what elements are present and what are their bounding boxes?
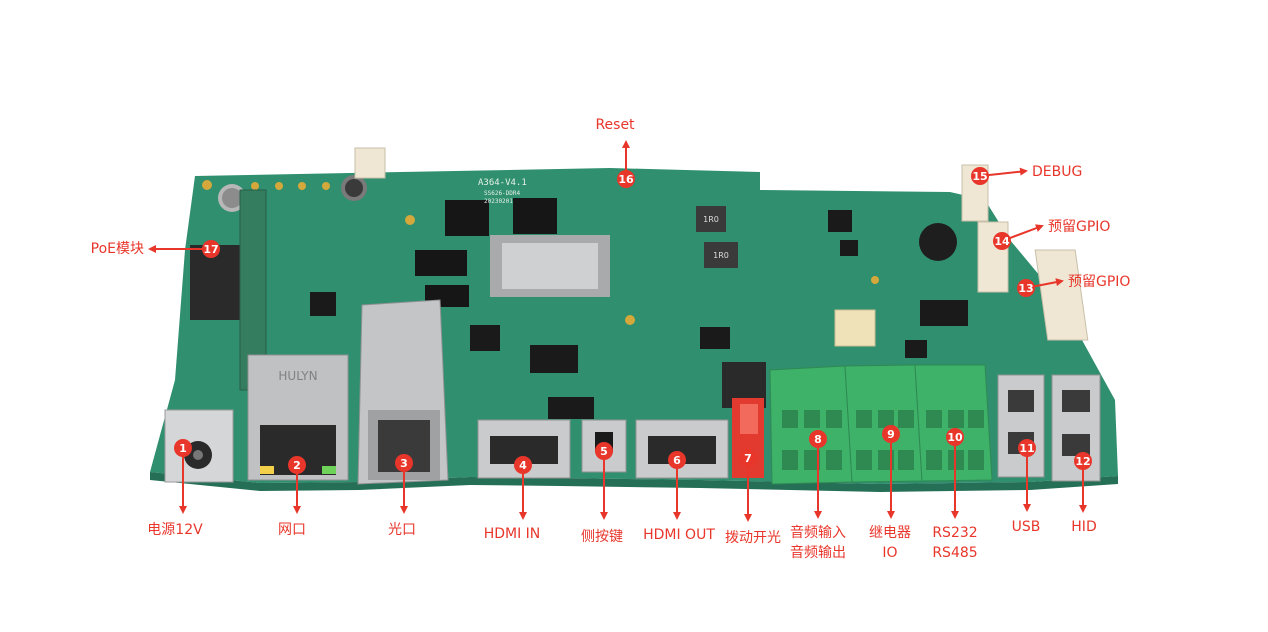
callout-label: Reset	[595, 117, 635, 133]
callout-label-line2: IO	[882, 545, 897, 561]
callout-label: DEBUG	[1032, 164, 1082, 180]
gold-vias	[202, 180, 879, 325]
callout-16: 16 Reset	[595, 117, 635, 188]
callout-label: USB	[1012, 519, 1041, 535]
silkscreen-model: A364-V4.1	[478, 178, 527, 188]
callout-number-badge	[971, 167, 989, 185]
terminal-blocks	[769, 364, 993, 485]
callout-7: 7 拨动开光	[725, 449, 781, 546]
callout-number-badge	[668, 451, 686, 469]
relay	[834, 309, 876, 347]
callout-label: RS232	[932, 525, 977, 541]
callout-number-badge	[595, 442, 613, 460]
callout-5: 5 侧按键	[581, 442, 623, 545]
callout-number: 8	[814, 433, 822, 446]
callout-label-line2: RS485	[932, 545, 977, 561]
callout-number-badge	[1017, 279, 1035, 297]
callout-9: 9 继电器 IO	[869, 425, 911, 561]
silkscreen-sub2: 20230201	[484, 198, 513, 205]
callout-number: 16	[618, 173, 634, 186]
callout-number: 3	[400, 457, 408, 470]
callout-number-badge	[993, 232, 1011, 250]
callout-number: 11	[1019, 442, 1034, 455]
callout-15: 15 DEBUG	[971, 164, 1082, 185]
callout-number-badge	[739, 449, 757, 467]
callout-2: 2 网口	[278, 456, 306, 538]
callout-number-badge	[288, 456, 306, 474]
callout-label: HID	[1071, 519, 1096, 535]
callout-number: 13	[1018, 282, 1033, 295]
callout-label: HDMI IN	[484, 526, 541, 542]
callout-number: 5	[600, 445, 608, 458]
callout-label: 拨动开光	[725, 530, 781, 546]
callout-label: HDMI OUT	[643, 527, 715, 543]
callout-number: 12	[1075, 455, 1090, 468]
callout-number: 9	[887, 428, 895, 441]
callout-number-badge	[1018, 439, 1036, 457]
callout-label: 预留GPIO	[1068, 274, 1130, 290]
callout-label-line2: 音频输出	[790, 544, 846, 561]
callout-number-badge	[809, 430, 827, 448]
callout-label: 音频输入	[790, 524, 846, 541]
callout-label: 预留GPIO	[1048, 219, 1110, 235]
callout-number: 4	[519, 459, 527, 472]
rj45-brand: HULYN	[278, 369, 317, 383]
callout-17: 17 PoE模块	[91, 240, 220, 258]
callout-1: 1 电源12V	[147, 439, 203, 538]
callout-label: 继电器	[869, 525, 911, 541]
callout-number-badge	[1074, 452, 1092, 470]
callout-number: 10	[947, 431, 963, 444]
callout-13: 13 预留GPIO	[1017, 274, 1130, 297]
callout-number-badge	[514, 456, 532, 474]
misc-ics	[310, 210, 968, 419]
callout-label: PoE模块	[91, 241, 144, 257]
callout-number: 14	[994, 235, 1010, 248]
callout-number-badge	[946, 428, 964, 446]
callout-label: 侧按键	[581, 529, 623, 545]
silkscreen-sub1: SS626-DDR4	[484, 190, 521, 197]
callout-number: 15	[972, 170, 987, 183]
callout-number-badge	[617, 170, 635, 188]
top-jst-connector	[354, 147, 386, 179]
memory-chips	[415, 198, 557, 307]
soc-chip	[490, 235, 610, 297]
callout-number-badge	[174, 439, 192, 457]
callout-number-badge	[202, 240, 220, 258]
callout-number: 6	[673, 454, 681, 467]
callout-number-badge	[882, 425, 900, 443]
callout-number-badge	[395, 454, 413, 472]
pcb-board: 1R0 1R0 A364-V4.1 SS626-DDR4 20230201 HU…	[150, 147, 1118, 492]
capacitors	[218, 175, 957, 261]
hdmi-out-port	[635, 419, 729, 479]
usb-port	[997, 374, 1045, 478]
callout-number: 17	[203, 243, 218, 256]
callout-number: 7	[744, 452, 752, 465]
inductor-mark-1: 1R0	[703, 215, 719, 224]
callout-number: 2	[293, 459, 301, 472]
toggle-switch	[722, 362, 766, 478]
callout-label: 网口	[278, 522, 306, 538]
callout-label: 电源12V	[147, 522, 203, 538]
inductor-mark-2: 1R0	[713, 251, 729, 260]
callout-number: 1	[179, 442, 187, 455]
callout-3: 3 光口	[388, 454, 416, 538]
callout-label: 光口	[388, 522, 416, 538]
inductors: 1R0 1R0	[696, 206, 738, 268]
gpio-connector-2	[1034, 249, 1089, 341]
pcb-front-edge	[150, 472, 1118, 492]
callout-14: 14 预留GPIO	[993, 219, 1110, 250]
